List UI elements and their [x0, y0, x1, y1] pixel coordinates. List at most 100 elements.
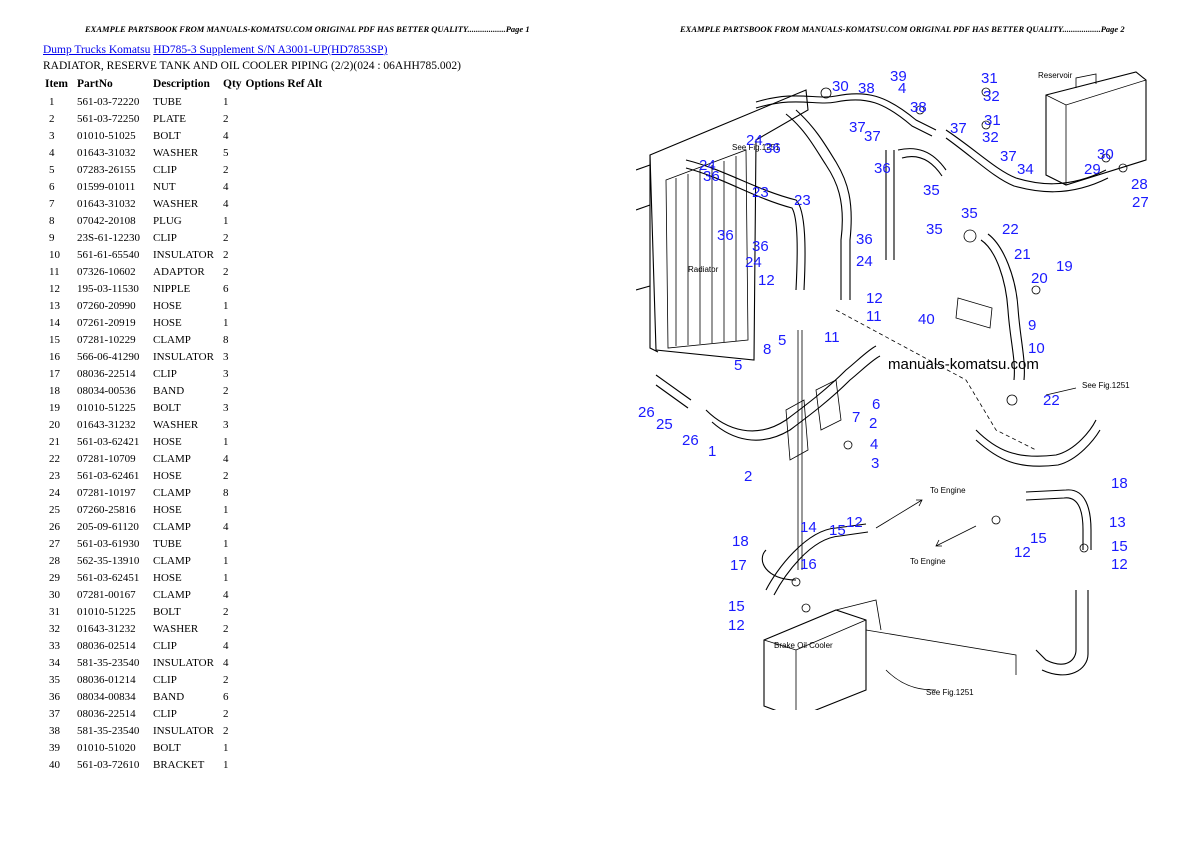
cell-partno: 07283-26155 — [77, 163, 136, 176]
callout-number: 23 — [794, 192, 811, 209]
cell-item: 1 — [49, 95, 55, 108]
cell-options-ref-alt — [244, 127, 325, 144]
cell-item: 5 — [49, 163, 55, 176]
callout-number: 15 — [1111, 538, 1128, 555]
callout-number: 20 — [1031, 270, 1048, 287]
breadcrumb-link-model[interactable]: HD785-3 Supplement S/N A3001-UP(HD7853SP… — [153, 44, 388, 56]
cell-item: 16 — [49, 350, 60, 363]
callout-number: 14 — [800, 519, 817, 536]
cell-description: CLAMP — [153, 588, 191, 601]
callout-number: 3 — [871, 455, 879, 472]
cell-options-ref-alt — [244, 705, 325, 722]
cell-partno: 01643-31032 — [77, 197, 136, 210]
cell-item: 13 — [49, 299, 60, 312]
cell-options-ref-alt — [244, 195, 325, 212]
cell-item: 36 — [49, 690, 60, 703]
callout-number: 12 — [1111, 556, 1128, 573]
breadcrumb-link-dump-trucks[interactable]: Dump Trucks Komatsu — [43, 44, 151, 56]
callout-number: 37 — [864, 128, 881, 145]
cell-options-ref-alt — [244, 433, 325, 450]
cell-partno: 07042-20108 — [77, 214, 136, 227]
header-qty: Qty — [223, 78, 242, 90]
cell-qty: 1 — [223, 299, 229, 312]
cell-qty: 6 — [223, 282, 229, 295]
table-header-row: Item PartNo Description Qty Options Ref … — [43, 75, 324, 93]
cell-description: BAND — [153, 690, 185, 703]
cell-partno: 08034-00834 — [77, 690, 136, 703]
cell-description: CLAMP — [153, 554, 191, 567]
cell-item: 4 — [49, 146, 55, 159]
callout-number: 21 — [1014, 246, 1031, 263]
callout-number: 22 — [1043, 392, 1060, 409]
cell-partno: 07261-20919 — [77, 316, 136, 329]
cell-description: NUT — [153, 180, 176, 193]
callout-number: 5 — [734, 357, 742, 374]
cell-qty: 4 — [223, 520, 229, 533]
header-item: Item — [45, 78, 68, 90]
header-options-ref-alt: Options Ref Alt — [245, 78, 323, 90]
cell-item: 39 — [49, 741, 60, 754]
cell-partno: 561-61-65540 — [77, 248, 140, 261]
cell-description: CLAMP — [153, 520, 191, 533]
cell-qty: 1 — [223, 435, 229, 448]
cell-options-ref-alt — [244, 297, 325, 314]
cell-partno: 07281-10197 — [77, 486, 136, 499]
cell-item: 21 — [49, 435, 60, 448]
cell-qty: 3 — [223, 418, 229, 431]
cell-item: 28 — [49, 554, 60, 567]
cell-qty: 2 — [223, 605, 229, 618]
callout-number: 27 — [1132, 194, 1149, 211]
cell-qty: 8 — [223, 486, 229, 499]
cell-partno: 07326-10602 — [77, 265, 136, 278]
cell-options-ref-alt — [244, 263, 325, 280]
callout-number: 36 — [703, 168, 720, 185]
cell-item: 2 — [49, 112, 55, 125]
cell-description: CLIP — [153, 673, 177, 686]
cell-item: 19 — [49, 401, 60, 414]
callout-number: 22 — [1002, 221, 1019, 238]
cell-options-ref-alt — [244, 467, 325, 484]
cell-options-ref-alt — [244, 535, 325, 552]
cell-options-ref-alt — [244, 382, 325, 399]
caption-to-engine-1: To Engine — [930, 486, 966, 495]
cell-partno: 07281-10229 — [77, 333, 136, 346]
cell-item: 32 — [49, 622, 60, 635]
cell-description: HOSE — [153, 571, 182, 584]
cell-qty: 2 — [223, 469, 229, 482]
caption-brake-oil-cooler: Brake Oil Cooler — [774, 641, 833, 650]
callout-number: 17 — [730, 557, 747, 574]
cell-item: 29 — [49, 571, 60, 584]
cell-item: 11 — [49, 265, 60, 278]
cell-partno: 561-03-72250 — [77, 112, 140, 125]
cell-description: WASHER — [153, 146, 199, 159]
callout-number: 26 — [682, 432, 699, 449]
cell-description: PLUG — [153, 214, 182, 227]
cell-description: HOSE — [153, 469, 182, 482]
cell-description: BAND — [153, 384, 185, 397]
cell-options-ref-alt — [244, 484, 325, 501]
cell-description: CLAMP — [153, 452, 191, 465]
cell-partno: 08036-02514 — [77, 639, 136, 652]
cell-description: PLATE — [153, 112, 186, 125]
cell-options-ref-alt — [244, 688, 325, 705]
cell-item: 40 — [49, 758, 60, 771]
callout-number: 38 — [910, 99, 927, 116]
callout-number: 36 — [856, 231, 873, 248]
cell-qty: 1 — [223, 537, 229, 550]
cell-options-ref-alt — [244, 671, 325, 688]
cell-item: 27 — [49, 537, 60, 550]
callout-number: 30 — [832, 78, 849, 95]
callout-number: 9 — [1028, 317, 1036, 334]
cell-options-ref-alt — [244, 637, 325, 654]
